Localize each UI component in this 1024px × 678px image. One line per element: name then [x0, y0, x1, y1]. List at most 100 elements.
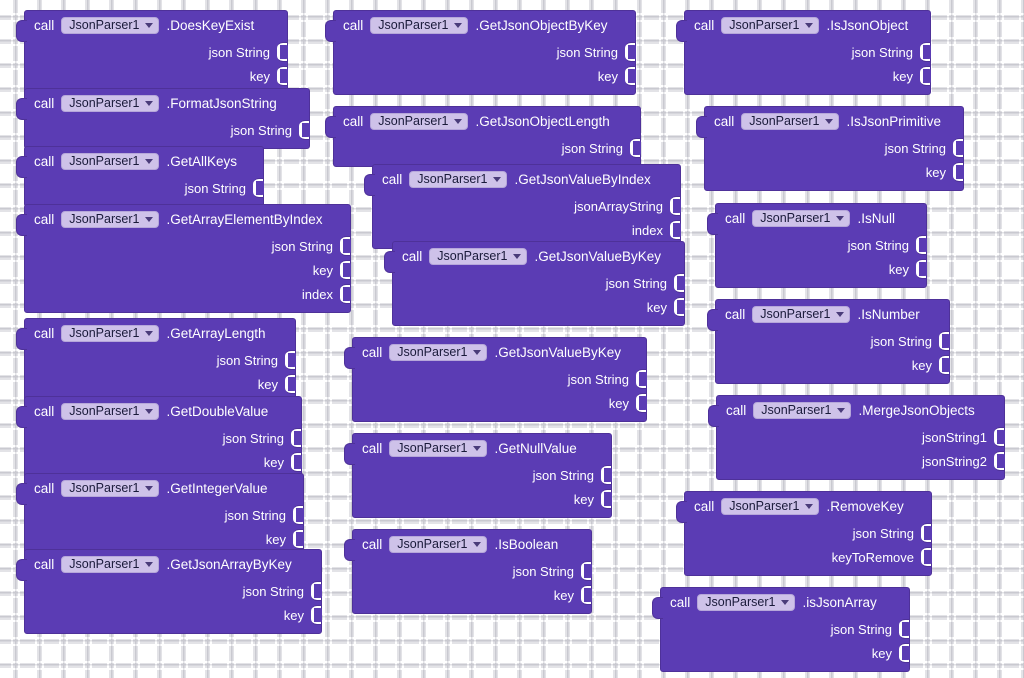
socket-row[interactable]: json String [661, 617, 910, 641]
component-dropdown[interactable]: JsonParser1 [752, 306, 851, 323]
component-dropdown[interactable]: JsonParser1 [61, 211, 160, 228]
socket-notch-icon[interactable] [625, 42, 636, 62]
socket-notch-icon[interactable] [277, 66, 288, 86]
socket-notch-icon[interactable] [920, 42, 931, 62]
socket-row[interactable]: key [661, 641, 910, 665]
socket-row[interactable]: json String [334, 136, 641, 160]
socket-notch-icon[interactable] [899, 643, 910, 663]
socket-row[interactable]: jsonString1 [717, 425, 1005, 449]
component-dropdown[interactable]: JsonParser1 [721, 498, 820, 515]
socket-row[interactable]: json String [393, 271, 685, 295]
socket-notch-icon[interactable] [916, 235, 927, 255]
socket-row[interactable]: json String [716, 233, 927, 257]
socket-row[interactable]: json String [353, 367, 647, 391]
socket-row[interactable]: keyToRemove [685, 545, 932, 569]
component-dropdown[interactable]: JsonParser1 [61, 556, 160, 573]
component-dropdown[interactable]: JsonParser1 [61, 153, 160, 170]
chevron-down-icon[interactable] [837, 407, 846, 413]
socket-notch-icon[interactable] [994, 427, 1005, 447]
component-dropdown[interactable]: JsonParser1 [389, 536, 488, 553]
socket-row[interactable]: json String [353, 559, 592, 583]
component-dropdown[interactable]: JsonParser1 [389, 440, 488, 457]
socket-row[interactable]: index [25, 282, 351, 306]
socket-notch-icon[interactable] [920, 66, 931, 86]
component-dropdown[interactable]: JsonParser1 [752, 210, 851, 227]
socket-notch-icon[interactable] [253, 178, 264, 198]
component-dropdown[interactable]: JsonParser1 [370, 17, 469, 34]
socket-notch-icon[interactable] [285, 350, 296, 370]
component-dropdown[interactable]: JsonParser1 [61, 325, 160, 342]
socket-row[interactable]: key [25, 258, 351, 282]
socket-notch-icon[interactable] [939, 355, 950, 375]
socket-notch-icon[interactable] [601, 465, 612, 485]
chevron-down-icon[interactable] [836, 215, 845, 221]
component-dropdown[interactable]: JsonParser1 [61, 95, 160, 112]
socket-row[interactable]: json String [685, 40, 931, 64]
socket-row[interactable]: json String [25, 503, 304, 527]
socket-notch-icon[interactable] [293, 529, 304, 549]
chevron-down-icon[interactable] [513, 253, 522, 259]
chevron-down-icon[interactable] [145, 561, 154, 567]
socket-notch-icon[interactable] [899, 619, 910, 639]
socket-row[interactable]: key [685, 64, 931, 88]
chevron-down-icon[interactable] [454, 118, 463, 124]
socket-notch-icon[interactable] [601, 489, 612, 509]
socket-row[interactable]: json String [25, 348, 296, 372]
component-dropdown[interactable]: JsonParser1 [61, 403, 160, 420]
socket-notch-icon[interactable] [994, 451, 1005, 471]
socket-notch-icon[interactable] [921, 523, 932, 543]
chevron-down-icon[interactable] [145, 330, 154, 336]
socket-row[interactable]: key [353, 583, 592, 607]
chevron-down-icon[interactable] [805, 22, 814, 28]
socket-notch-icon[interactable] [581, 585, 592, 605]
socket-row[interactable]: json String [25, 234, 351, 258]
socket-notch-icon[interactable] [953, 138, 964, 158]
socket-notch-icon[interactable] [921, 547, 932, 567]
socket-row[interactable]: key [25, 450, 302, 474]
chevron-down-icon[interactable] [473, 445, 482, 451]
socket-notch-icon[interactable] [939, 331, 950, 351]
chevron-down-icon[interactable] [145, 485, 154, 491]
socket-row[interactable]: json String [25, 426, 302, 450]
chevron-down-icon[interactable] [493, 176, 502, 182]
socket-notch-icon[interactable] [674, 273, 685, 293]
socket-notch-icon[interactable] [916, 259, 927, 279]
component-dropdown[interactable]: JsonParser1 [61, 480, 160, 497]
socket-row[interactable]: key [393, 295, 685, 319]
socket-row[interactable]: key [25, 527, 304, 551]
socket-notch-icon[interactable] [299, 120, 310, 140]
socket-row[interactable]: jsonString2 [717, 449, 1005, 473]
socket-row[interactable]: key [334, 64, 636, 88]
chevron-down-icon[interactable] [825, 118, 834, 124]
socket-row[interactable]: json String [25, 176, 264, 200]
socket-row[interactable]: key [25, 603, 322, 627]
socket-row[interactable]: key [716, 257, 927, 281]
socket-row[interactable]: key [353, 391, 647, 415]
socket-notch-icon[interactable] [674, 297, 685, 317]
socket-notch-icon[interactable] [311, 605, 322, 625]
socket-notch-icon[interactable] [340, 236, 351, 256]
chevron-down-icon[interactable] [145, 408, 154, 414]
socket-notch-icon[interactable] [340, 284, 351, 304]
socket-row[interactable]: key [716, 353, 950, 377]
socket-notch-icon[interactable] [291, 428, 302, 448]
chevron-down-icon[interactable] [473, 349, 482, 355]
socket-notch-icon[interactable] [277, 42, 288, 62]
socket-notch-icon[interactable] [630, 138, 641, 158]
component-dropdown[interactable]: JsonParser1 [753, 402, 852, 419]
socket-row[interactable]: json String [25, 40, 288, 64]
